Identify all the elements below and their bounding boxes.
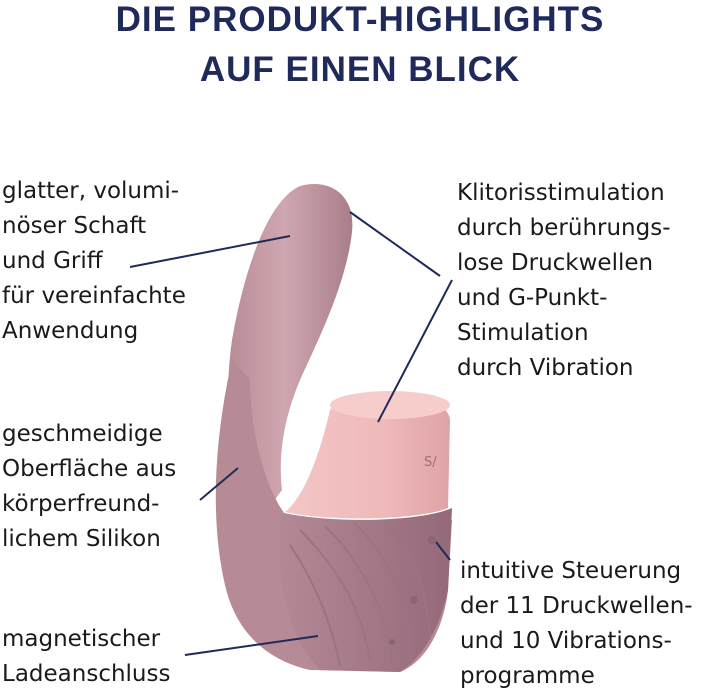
feature-schaft: glatter, volumi- nöser Schaft und Griff … <box>2 178 186 344</box>
page-title-line-2: AUF EINEN BLICK <box>199 50 521 89</box>
feature-steuerung: intuitive Steuerung der 11 Druckwellen- … <box>460 558 693 689</box>
charging-port <box>389 639 395 645</box>
callout-line-lade <box>184 635 319 656</box>
feature-silikon: geschmeidige Oberfläche aus körperfreund… <box>2 421 177 552</box>
callout-line-schaft <box>129 235 291 268</box>
feature-klitorisstimulation: Klitorisstimulation durch berührungs- lo… <box>457 180 671 381</box>
control-button <box>428 536 436 544</box>
brand-mark: S/ <box>424 455 437 470</box>
callout-line-klitoris-2 <box>377 279 453 423</box>
feature-ladeanschluss: magnetischer Ladeanschluss <box>2 626 171 687</box>
control-button <box>410 596 418 604</box>
callout-line-klitoris-1 <box>349 211 441 277</box>
page-title-line-1: DIE PRODUKT-HIGHLIGHTS <box>115 0 605 39</box>
callout-line-steuerung <box>435 541 451 561</box>
shaft <box>228 184 353 520</box>
stimulator-head <box>285 394 450 519</box>
callout-line-silikon <box>199 467 239 501</box>
